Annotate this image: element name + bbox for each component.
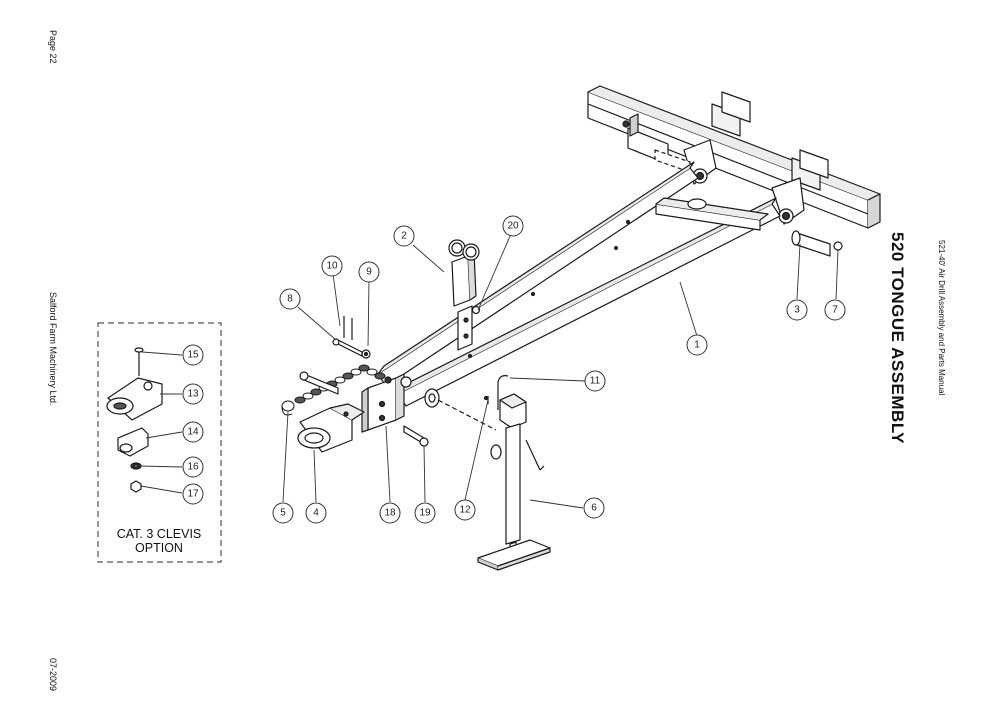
callout-11: 11 bbox=[584, 370, 606, 392]
callout-4: 4 bbox=[305, 502, 327, 524]
callout-12: 12 bbox=[454, 499, 476, 521]
callout-10: 10 bbox=[321, 255, 343, 277]
callout-9-label: 9 bbox=[366, 267, 372, 278]
callout-15: 15 bbox=[182, 344, 204, 366]
inset-parts bbox=[106, 347, 163, 493]
callout-11-label: 11 bbox=[590, 376, 601, 387]
callout-3: 3 bbox=[786, 299, 808, 321]
callout-20: 20 bbox=[502, 215, 524, 237]
callout-18-label: 18 bbox=[384, 508, 396, 519]
callout-8-label: 8 bbox=[287, 294, 293, 305]
callout-7: 7 bbox=[824, 299, 846, 321]
callout-8: 8 bbox=[279, 288, 301, 310]
hitch-clevis bbox=[297, 403, 365, 453]
leader-lines bbox=[139, 233, 839, 509]
hitch-plates bbox=[361, 373, 412, 433]
callout-2-label: 2 bbox=[401, 231, 407, 242]
callout-16: 16 bbox=[182, 456, 204, 478]
callout-20-label: 20 bbox=[507, 221, 519, 232]
callout-4-label: 4 bbox=[313, 508, 319, 519]
callout-7-label: 7 bbox=[832, 305, 838, 316]
tongue-arms bbox=[377, 161, 781, 407]
callout-17-label: 17 bbox=[187, 489, 199, 500]
callout-1-label: 1 bbox=[694, 340, 700, 351]
callout-13: 13 bbox=[182, 383, 204, 405]
jack-pins bbox=[483, 375, 509, 410]
callout-14: 14 bbox=[182, 421, 204, 443]
callout-5: 5 bbox=[272, 502, 294, 524]
callout-14-label: 14 bbox=[187, 427, 199, 438]
callout-15-label: 15 bbox=[187, 350, 199, 361]
callout-6-label: 6 bbox=[591, 503, 597, 514]
jack bbox=[477, 393, 551, 571]
hitch-bolts bbox=[299, 316, 429, 447]
callout-19-label: 19 bbox=[419, 508, 431, 519]
clevis-option-inset-border bbox=[97, 322, 222, 563]
inset-title-line2: OPTION bbox=[135, 541, 183, 555]
callout-10-label: 10 bbox=[326, 261, 338, 272]
callout-2: 2 bbox=[393, 225, 415, 247]
hose-holder bbox=[448, 239, 481, 351]
jack-mount bbox=[424, 388, 502, 460]
callout-12-label: 12 bbox=[459, 505, 471, 516]
callout-17: 17 bbox=[182, 483, 204, 505]
callout-13-label: 13 bbox=[187, 389, 199, 400]
callout-16-label: 16 bbox=[187, 462, 199, 473]
callout-9: 9 bbox=[358, 261, 380, 283]
callout-19: 19 bbox=[414, 502, 436, 524]
inset-title-line1: CAT. 3 CLEVIS bbox=[117, 527, 202, 541]
callout-6: 6 bbox=[583, 497, 605, 519]
callout-5-label: 5 bbox=[280, 508, 286, 519]
callout-3-label: 3 bbox=[794, 305, 800, 316]
callout-18: 18 bbox=[379, 502, 401, 524]
callout-1: 1 bbox=[686, 334, 708, 356]
